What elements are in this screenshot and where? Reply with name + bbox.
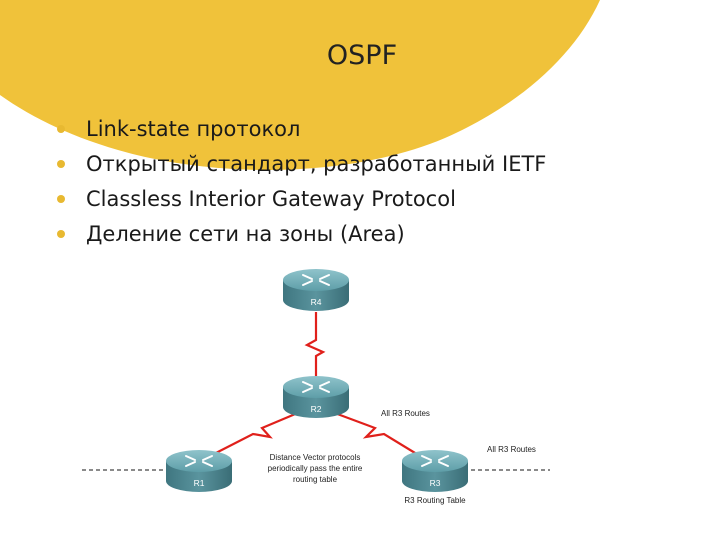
- bullet-dot-icon: [57, 125, 65, 133]
- bullet-text: Classless Interior Gateway Protocol: [86, 187, 456, 211]
- slide-title: OSPF: [326, 40, 398, 71]
- label-all-r3-routes-right: All R3 Routes: [487, 445, 536, 454]
- bullet-list: Link-state протокол Открытый стандарт, р…: [52, 112, 546, 252]
- bullet-text: Link-state протокол: [86, 117, 301, 141]
- bullet-item: Открытый стандарт, разработанный IETF: [52, 147, 546, 182]
- bullet-text: Деление сети на зоны (Area): [86, 222, 405, 246]
- link-r4-r2: [304, 312, 326, 382]
- label-dv-line2: periodically pass the entire: [268, 464, 363, 473]
- bullet-item: Деление сети на зоны (Area): [52, 217, 546, 252]
- link-r2-r3: [331, 410, 421, 457]
- bullet-dot-icon: [57, 160, 65, 168]
- router-r1-label: R1: [194, 478, 205, 488]
- router-r2: R2: [282, 375, 350, 419]
- router-r4-label: R4: [311, 297, 322, 307]
- router-r3-label: R3: [430, 478, 441, 488]
- router-r2-label: R2: [311, 404, 322, 414]
- router-r3: R3: [401, 449, 469, 493]
- link-r2-r1: [209, 410, 301, 457]
- router-r4: R4: [282, 268, 350, 312]
- label-all-r3-routes-upper: All R3 Routes: [381, 409, 430, 418]
- label-dv-line3: routing table: [293, 475, 338, 484]
- bullet-text: Открытый стандарт, разработанный IETF: [86, 152, 547, 176]
- bullet-item: Link-state протокол: [52, 112, 546, 147]
- label-r3-routing-table: R3 Routing Table: [404, 496, 466, 505]
- bullet-item: Classless Interior Gateway Protocol: [52, 182, 546, 217]
- serial-links: [209, 312, 421, 457]
- label-dv-line1: Distance Vector protocols: [270, 453, 361, 462]
- router-r1: R1: [165, 449, 233, 493]
- bullet-dot-icon: [57, 230, 65, 238]
- bullet-dot-icon: [57, 195, 65, 203]
